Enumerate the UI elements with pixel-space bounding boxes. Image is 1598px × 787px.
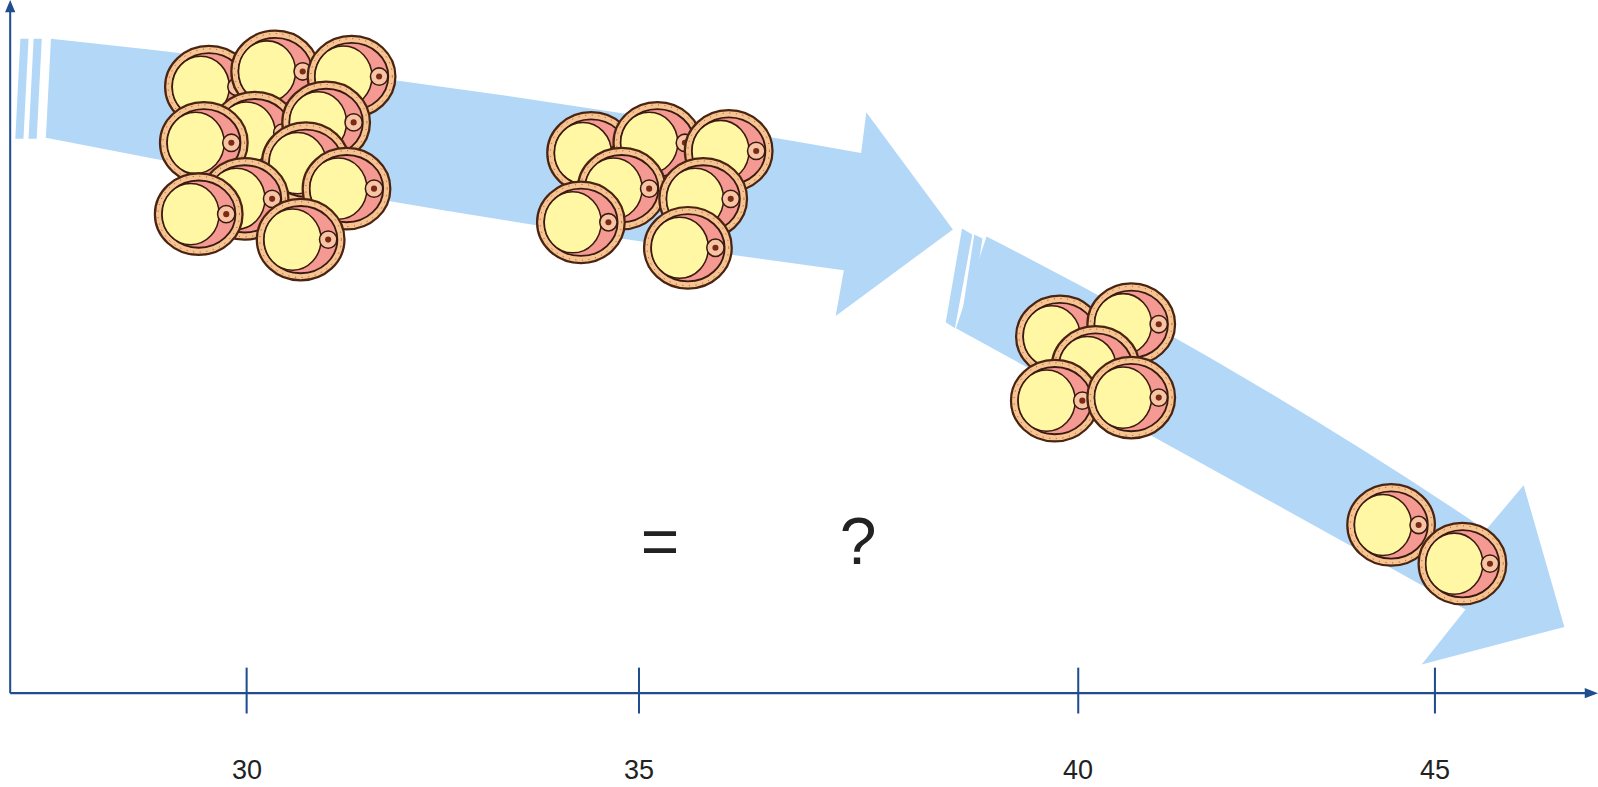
axis-tick-label: 30 xyxy=(232,757,262,784)
axis-tick-label: 45 xyxy=(1420,757,1450,784)
trend-arrow-1 xyxy=(15,39,953,316)
symbol-text: ? xyxy=(840,508,877,574)
symbol-text: = xyxy=(641,508,680,574)
oocyte-cluster-30 xyxy=(155,31,396,281)
oocyte-cluster-45 xyxy=(1347,484,1506,604)
oocyte-cluster-40 xyxy=(1011,283,1175,441)
age-axes xyxy=(5,0,1598,713)
axis-tick-label: 40 xyxy=(1063,757,1093,784)
trend-arrow-2 xyxy=(946,228,1565,664)
axis-tick-label: 35 xyxy=(624,757,654,784)
oocyte-cluster-35 xyxy=(537,102,772,289)
